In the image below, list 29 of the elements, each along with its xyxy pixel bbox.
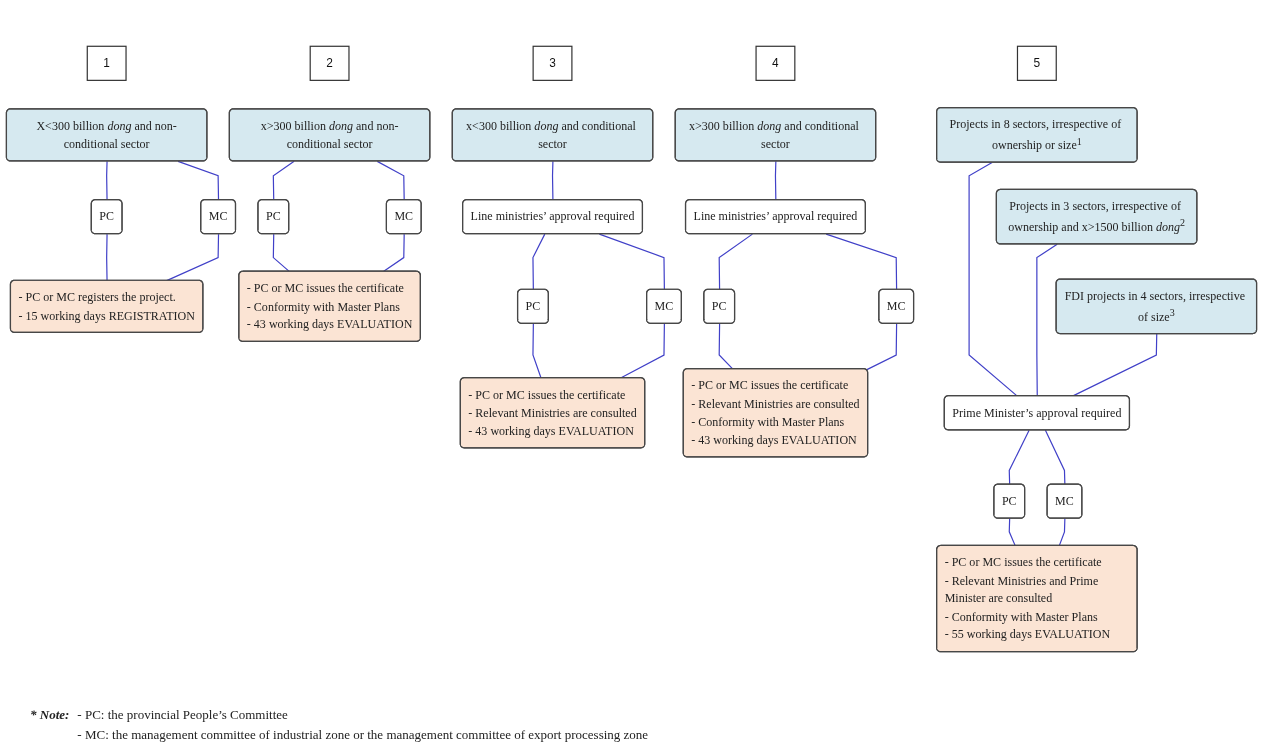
connector xyxy=(825,233,898,291)
connector xyxy=(1036,243,1058,397)
note-heading: * Note: xyxy=(30,707,70,723)
node-box: 5 xyxy=(1016,45,1057,81)
connector xyxy=(774,160,777,201)
connector xyxy=(272,160,295,201)
connector xyxy=(1008,429,1030,486)
node-box: 4 xyxy=(755,45,796,81)
connector xyxy=(106,233,108,282)
node-box: 2 xyxy=(309,45,350,81)
connector xyxy=(177,160,220,201)
connector xyxy=(532,233,546,291)
node-box: 3 xyxy=(532,45,573,81)
connector xyxy=(968,161,1018,397)
connector xyxy=(718,233,753,291)
connector xyxy=(598,233,665,291)
connector xyxy=(1044,429,1066,486)
connector xyxy=(532,323,542,379)
note-text: - MC: the management committee of industrial zone or the management committee of export processing zone xyxy=(77,727,649,743)
note-text: - PC: the provincial People’s Committee xyxy=(77,707,289,723)
connector xyxy=(718,323,734,370)
connector xyxy=(551,160,554,201)
connector xyxy=(272,233,291,273)
connector xyxy=(1008,518,1016,547)
node-box: 1 xyxy=(86,45,127,81)
connector xyxy=(106,160,108,201)
connector xyxy=(166,233,220,282)
connector xyxy=(1058,518,1066,547)
connector xyxy=(382,233,405,273)
